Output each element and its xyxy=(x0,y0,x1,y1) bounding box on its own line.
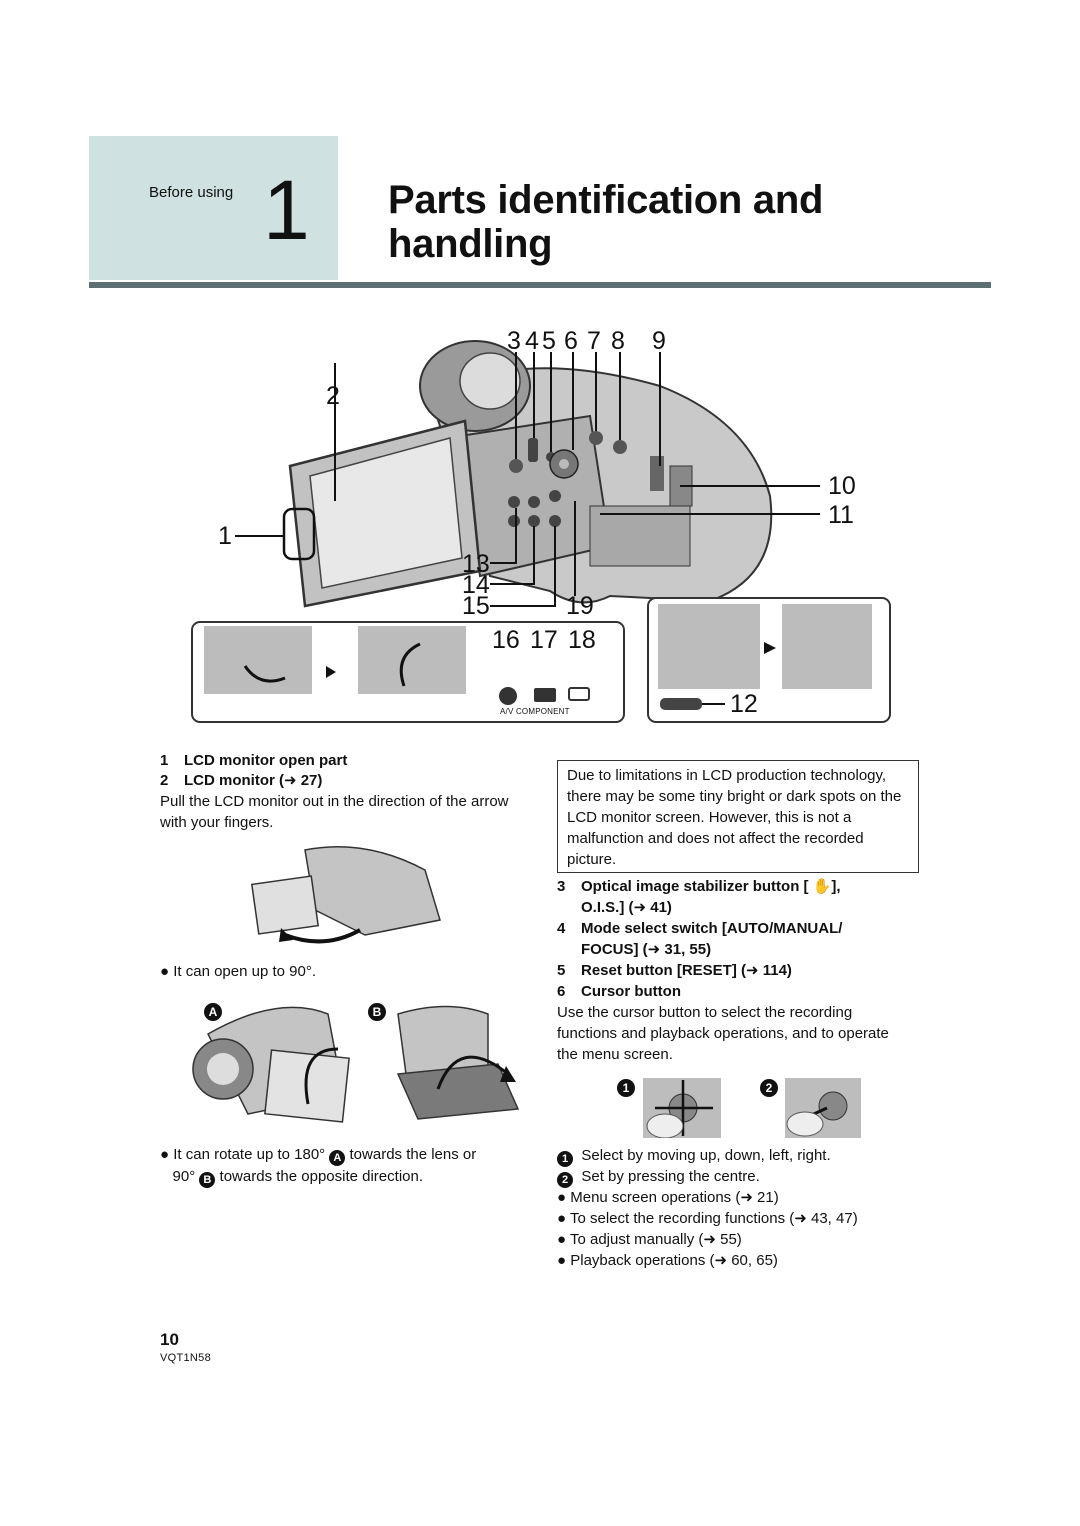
lcd-open-illustration xyxy=(250,846,441,944)
callout-11: 11 xyxy=(828,501,854,529)
step-2-badge: 2 xyxy=(760,1079,778,1097)
callout-5: 5 xyxy=(542,327,556,355)
page-number: 10 xyxy=(160,1330,179,1349)
item-2-description: Pull the LCD monitor out in the directio… xyxy=(160,793,509,831)
bullet-playback: ● Playback operations (➜ 60, 65) xyxy=(557,1252,778,1269)
cursor-press-illustration xyxy=(785,1078,861,1138)
label-a-inline: A xyxy=(329,1150,346,1166)
section-label: Before using xyxy=(149,184,234,201)
callout-9: 9 xyxy=(652,327,666,355)
jack-label-av: A/V xyxy=(500,707,514,716)
callout-12: 12 xyxy=(730,690,758,718)
jack-label-component: COMPONENT xyxy=(515,707,570,716)
callout-15: 15 xyxy=(462,592,490,620)
callout-18: 18 xyxy=(568,626,596,654)
section-tab xyxy=(89,136,338,280)
camcorder-illustration xyxy=(191,340,891,723)
callout-3: 3 xyxy=(507,327,521,355)
bullet-manual: ● To adjust manually (➜ 55) xyxy=(557,1231,742,1248)
hand-icon: ✋ xyxy=(812,878,832,895)
lcd-rotate-opposite-illustration xyxy=(396,1005,520,1120)
item-6-description: Use the cursor button to select the reco… xyxy=(557,1004,889,1063)
label-b-inline: B xyxy=(199,1172,216,1188)
callout-8: 8 xyxy=(611,327,625,355)
title-line-2: handling xyxy=(388,222,553,266)
callout-2: 2 xyxy=(326,382,340,410)
callout-13: 13 xyxy=(462,550,490,578)
callout-16: 16 xyxy=(492,626,520,654)
callout-10: 10 xyxy=(828,472,856,500)
section-number: 1 xyxy=(263,163,310,257)
callout-17: 17 xyxy=(530,626,558,654)
callout-7: 7 xyxy=(587,327,601,355)
model-code: VQT1N58 xyxy=(160,1352,212,1364)
callout-6: 6 xyxy=(564,327,578,355)
page-title: Parts identification and handling xyxy=(388,178,823,266)
camcorder-parts-diagram: 3 4 5 6 7 8 9 2 1 10 11 13 14 15 19 16 1… xyxy=(190,326,892,724)
lcd-note-box: Due to limitations in LCD production tec… xyxy=(557,760,919,873)
bullet-record: ● To select the recording functions (➜ 4… xyxy=(557,1210,858,1227)
callout-14: 14 xyxy=(462,571,490,599)
step-2: 2 Set by pressing the centre. xyxy=(557,1166,760,1188)
title-line-1: Parts identification and xyxy=(388,178,824,222)
callout-1: 1 xyxy=(218,522,232,550)
cursor-move-illustration xyxy=(643,1078,721,1138)
open-angle-note: ● It can open up to 90°. xyxy=(160,963,317,980)
header-rule xyxy=(89,282,991,288)
step-1: 1 Select by moving up, down, left, right… xyxy=(557,1145,831,1167)
rotate-note: ● It can rotate up to 180° A towards the… xyxy=(160,1146,477,1188)
lcd-rotate-toward-lens-illustration xyxy=(192,1006,350,1123)
jack-label: A/V COMPONENT xyxy=(500,707,570,716)
callout-4: 4 xyxy=(525,327,539,355)
item-1-label: LCD monitor open part xyxy=(184,752,348,769)
bullet-menu: ● Menu screen operations (➜ 21) xyxy=(557,1189,779,1206)
item-2-label: LCD monitor (➜ 27) xyxy=(184,772,323,789)
callout-19: 19 xyxy=(566,592,594,620)
label-b-badge: B xyxy=(368,1003,386,1021)
step-1-badge: 1 xyxy=(617,1079,635,1097)
label-a-badge: A xyxy=(204,1003,222,1021)
